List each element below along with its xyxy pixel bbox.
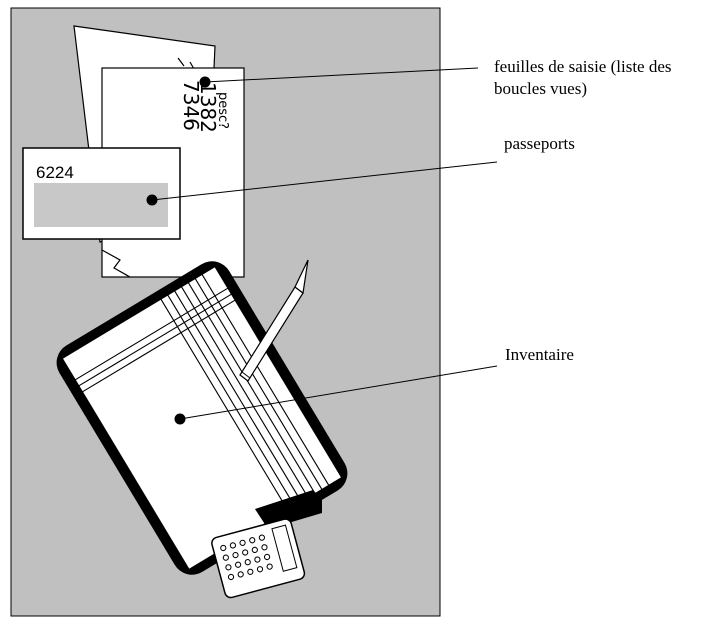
label-feuilles-line2: boucles vues) [494, 79, 588, 98]
label-feuilles-line1: feuilles de saisie (liste des [494, 57, 672, 76]
eraser-icon [255, 490, 322, 529]
handwritten-number-2: 7346 [179, 80, 203, 131]
leader-feuilles [199, 67, 479, 88]
passport-bar [34, 183, 168, 227]
passport-number: 6224 [36, 163, 74, 182]
leader-passeports [146, 161, 498, 206]
handwritten-number-1: 1382 [196, 82, 220, 133]
passport-card: 6224 [22, 147, 181, 240]
calculator-icon [211, 518, 306, 599]
label-feuilles: feuilles de saisie (liste des boucles vu… [494, 56, 672, 100]
leader-inventaire [174, 365, 498, 425]
label-inventaire: Inventaire [505, 345, 574, 364]
inventory-board [56, 261, 348, 575]
handwritten-notes: pesc? 1382 7346 [179, 80, 230, 133]
handwritten-partial: pesc? [215, 92, 230, 129]
label-passeports: passeports [504, 134, 575, 153]
pencil-icon [239, 259, 309, 382]
